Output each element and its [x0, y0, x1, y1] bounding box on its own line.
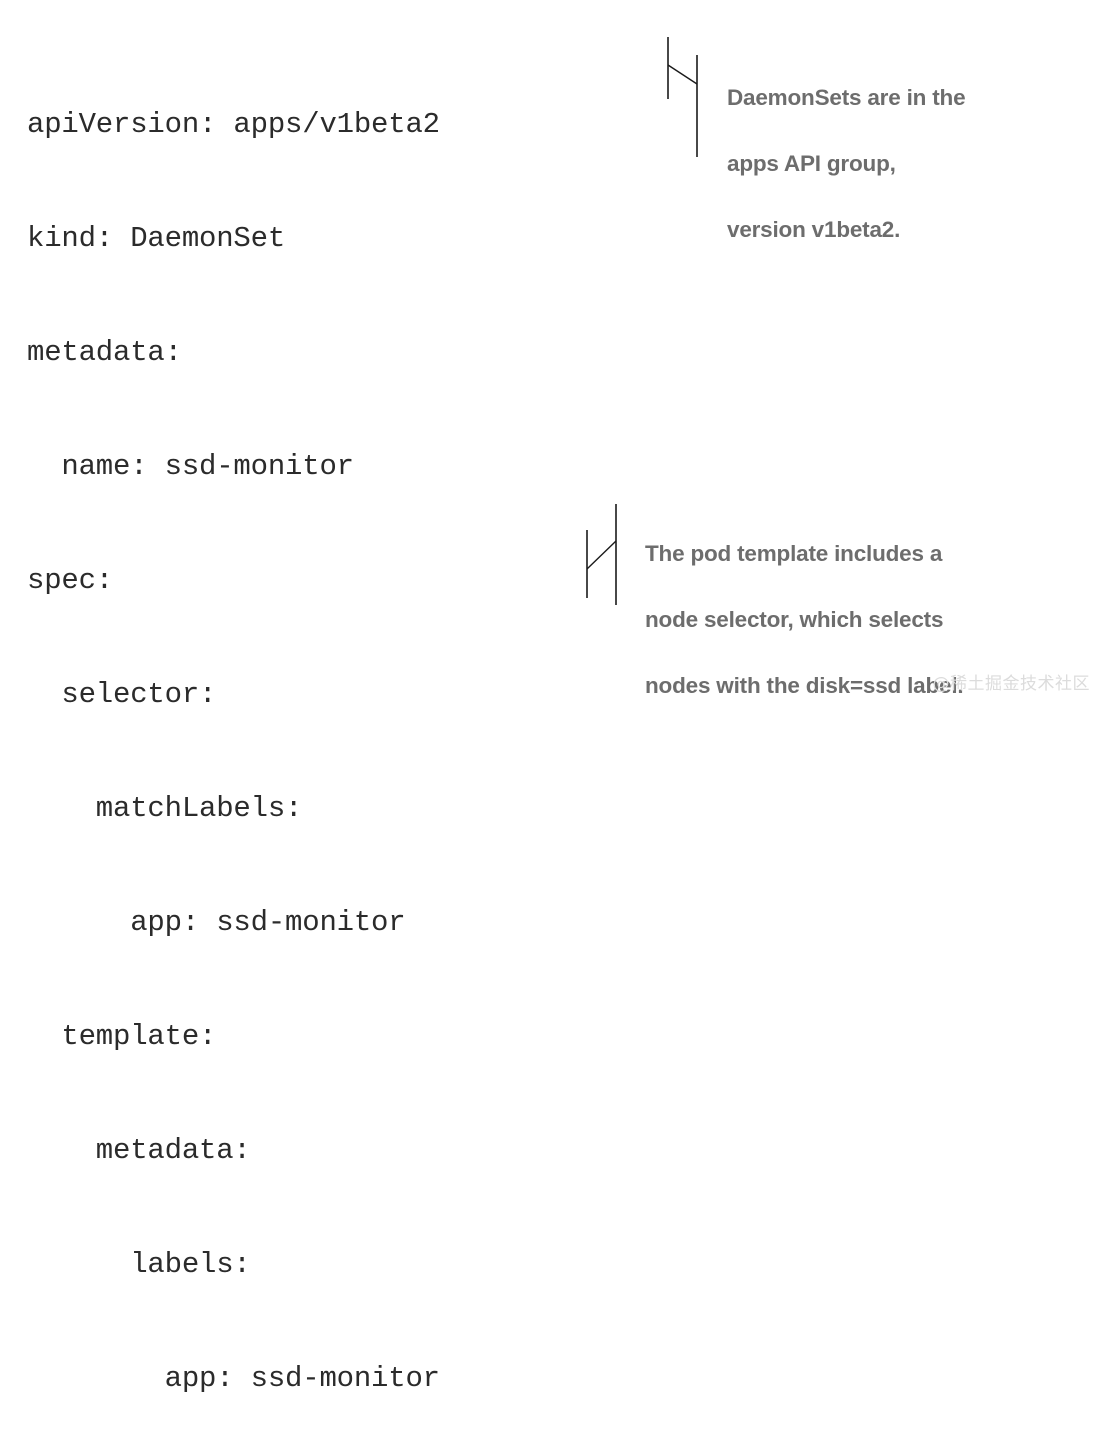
code-line: metadata: [27, 336, 182, 369]
annotation-line: apps API group, [727, 151, 896, 176]
annotation-line: DaemonSets are in the [727, 85, 966, 110]
watermark: @稀土掘金技术社区 [932, 674, 1090, 694]
code-line: metadata: [27, 1134, 251, 1167]
callout-leader-line-api-group [667, 37, 698, 157]
annotation-line: nodes with the disk=ssd label. [645, 673, 964, 698]
code-line: template: [27, 1020, 217, 1053]
callout-leader-line-node-selector [586, 504, 617, 605]
code-line: matchLabels: [27, 792, 303, 825]
annotation-node-selector: The pod template includes a node selecto… [645, 504, 1075, 735]
yaml-code-listing: apiVersion: apps/v1beta2 kind: DaemonSet… [27, 30, 667, 1444]
code-line: labels: [27, 1248, 251, 1281]
annotation-line: The pod template includes a [645, 541, 943, 566]
code-line: apiVersion: apps/v1beta2 [27, 108, 440, 141]
code-line: app: ssd-monitor [27, 906, 406, 939]
code-line: app: ssd-monitor [27, 1362, 440, 1395]
code-line: selector: [27, 678, 217, 711]
code-line: name: ssd-monitor [27, 450, 354, 483]
code-line: spec: [27, 564, 114, 597]
annotation-line: version v1beta2. [727, 217, 901, 242]
annotation-line: node selector, which selects [645, 607, 944, 632]
annotation-api-group: DaemonSets are in the apps API group, ve… [727, 48, 1057, 279]
code-line: kind: DaemonSet [27, 222, 286, 255]
